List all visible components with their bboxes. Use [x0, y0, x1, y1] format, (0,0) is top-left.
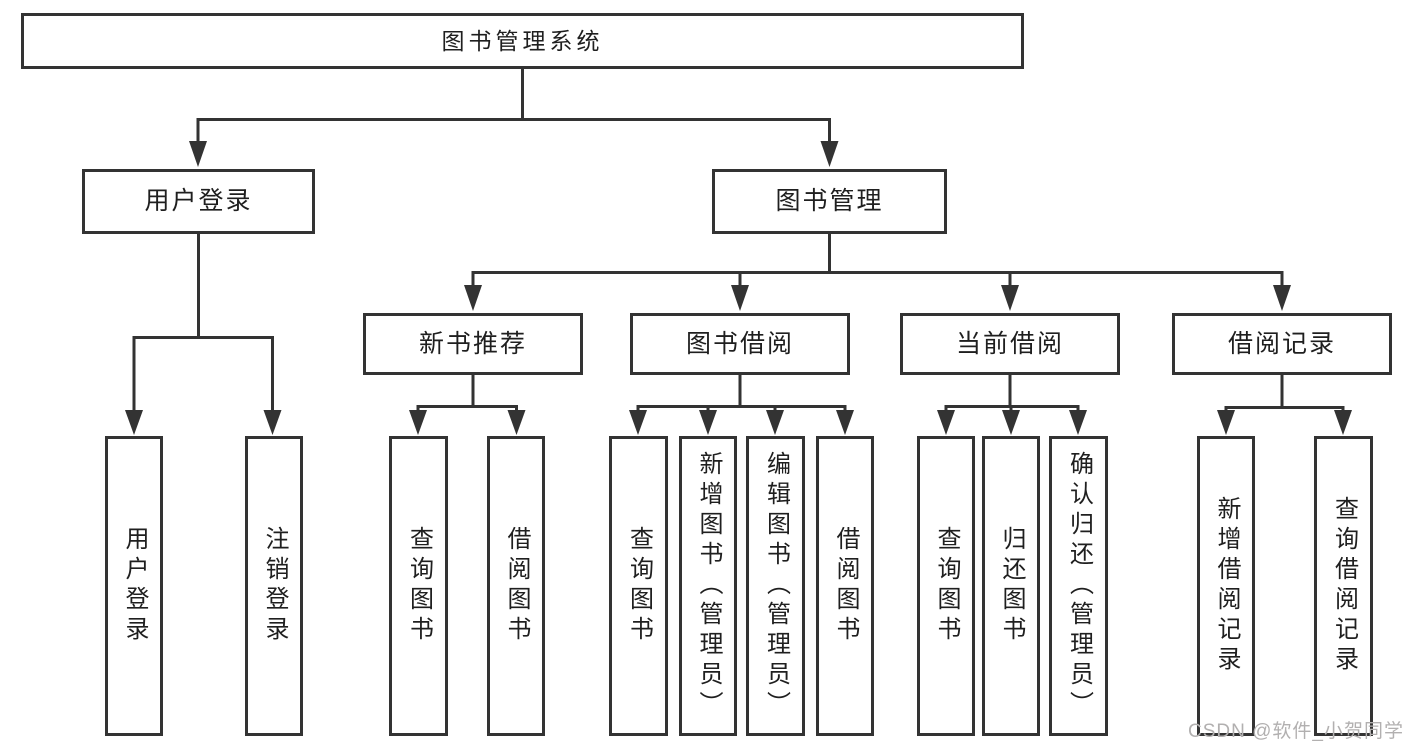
arrow-down-icon [507, 410, 526, 435]
connector-current-borrow-children [944, 373, 1080, 416]
leaf-label: 借阅图书 [503, 526, 530, 646]
leaf-label: 借阅图书 [832, 526, 859, 646]
leaf-borrow-books: 借阅图书 [816, 436, 874, 736]
leaf-logout: 注销登录 [245, 436, 303, 736]
node-library-system: 图书管理系统 [21, 13, 1024, 69]
connector-book-management-to-level3 [471, 232, 1284, 292]
arrow-down-icon [409, 410, 427, 435]
node-book-management: 图书管理 [712, 169, 947, 234]
csdn-watermark: CSDN @软件_小贺同学 [1188, 721, 1404, 742]
arrow-down-icon [125, 410, 143, 435]
arrow-down-icon [464, 285, 482, 311]
leaf-label: 新增借阅记录 [1213, 496, 1240, 676]
arrowheads [125, 141, 1352, 435]
leaf-label: 查询图书 [933, 526, 960, 646]
arrow-down-icon [1001, 285, 1019, 311]
arrow-down-icon [699, 410, 717, 435]
node-current-borrow: 当前借阅 [900, 313, 1120, 375]
leaf-add-borrow-record: 新增借阅记录 [1197, 436, 1255, 736]
leaf-label: 确认归还（管理员） [1065, 451, 1093, 721]
node-new-book-recommend: 新书推荐 [363, 313, 583, 375]
node-borrow-records: 借阅记录 [1172, 313, 1392, 375]
node-book-borrow: 图书借阅 [630, 313, 850, 375]
arrow-down-icon [1217, 410, 1235, 435]
arrow-down-icon [731, 285, 749, 311]
node-current-borrow-label: 当前借阅 [955, 329, 1064, 358]
arrow-down-icon [1273, 285, 1291, 311]
node-new-book-recommend-label: 新书推荐 [418, 329, 527, 358]
arrow-down-icon [629, 410, 647, 435]
leaf-query-books-current: 查询图书 [917, 436, 975, 736]
connector-user-login-children [132, 231, 274, 416]
arrow-down-icon [189, 141, 207, 167]
leaf-query-books-borrow: 查询图书 [609, 436, 668, 736]
arrow-down-icon [937, 410, 955, 435]
connector-borrow-records-children [1224, 373, 1345, 416]
leaf-edit-books-admin: 编辑图书（管理员） [746, 436, 805, 736]
arrow-down-icon [820, 141, 839, 167]
leaf-confirm-return-admin: 确认归还（管理员） [1049, 436, 1108, 736]
node-book-management-label: 图书管理 [775, 187, 884, 215]
leaf-label: 查询借阅记录 [1330, 496, 1358, 676]
arrow-down-icon [1069, 410, 1087, 435]
leaf-label: 归还图书 [998, 526, 1025, 646]
leaf-user-login: 用户登录 [105, 436, 163, 736]
node-user-login: 用户登录 [82, 169, 315, 234]
leaf-borrow-books-recommend: 借阅图书 [487, 436, 545, 736]
leaf-label: 查询图书 [625, 526, 653, 646]
leaf-user-login-label: 用户登录 [121, 526, 148, 646]
connector-book-borrow-children [636, 373, 847, 416]
arrow-down-icon [766, 410, 784, 435]
connector-root-to-level2 [196, 67, 831, 148]
node-library-system-label: 图书管理系统 [441, 27, 604, 54]
leaf-logout-label: 注销登录 [261, 526, 288, 646]
leaf-label: 编辑图书（管理员） [762, 451, 790, 721]
arrow-down-icon [836, 410, 854, 435]
leaf-add-books-admin: 新增图书（管理员） [679, 436, 737, 736]
connector-new-book-children [416, 372, 518, 416]
node-user-login-label: 用户登录 [144, 187, 253, 215]
leaf-return-books: 归还图书 [982, 436, 1040, 736]
arrow-down-icon [1334, 410, 1352, 435]
leaf-query-books-recommend: 查询图书 [389, 436, 448, 736]
node-borrow-records-label: 借阅记录 [1227, 329, 1336, 358]
leaf-label: 新增图书（管理员） [695, 451, 722, 721]
leaf-query-borrow-record: 查询借阅记录 [1314, 436, 1373, 736]
leaf-label: 查询图书 [405, 526, 433, 646]
arrow-down-icon [263, 410, 282, 435]
node-book-borrow-label: 图书借阅 [685, 329, 794, 358]
arrow-down-icon [1002, 410, 1020, 435]
